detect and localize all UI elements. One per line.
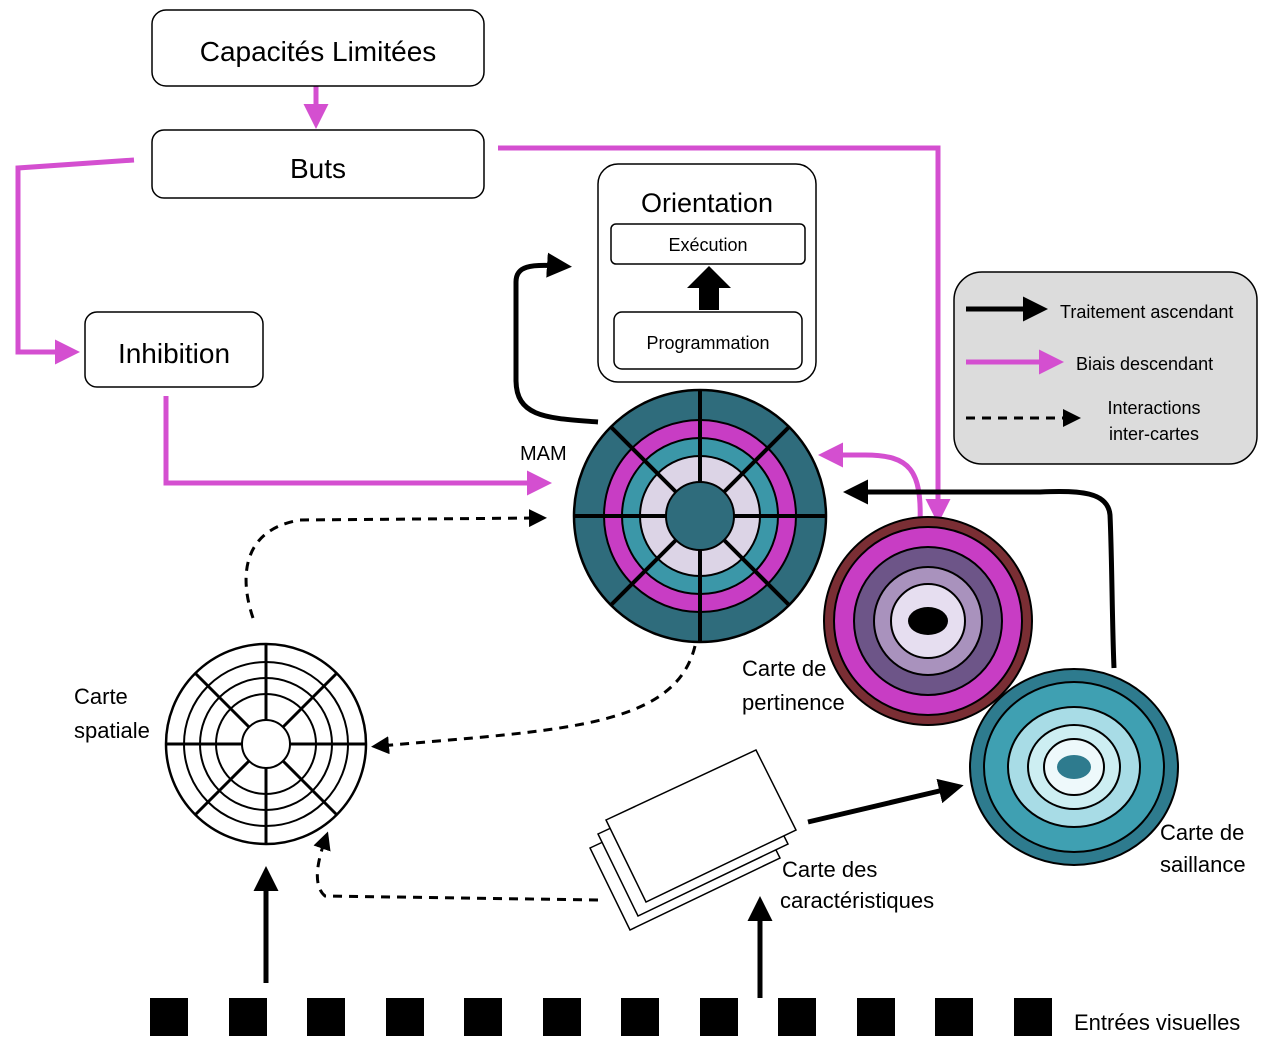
orientation-box: Orientation Exécution Programmation: [597, 163, 817, 383]
programmation-label: Programmation: [646, 333, 769, 353]
carte-spatiale-map: [164, 642, 368, 846]
traitement-ascendant-connectors: [253, 252, 1117, 998]
visual-input: [935, 998, 973, 1036]
entrees-visuelles-row: [150, 998, 1052, 1036]
biais-descendant-connectors: [15, 86, 951, 525]
execution-label: Exécution: [668, 235, 747, 255]
visual-input: [464, 998, 502, 1036]
carte-caracteristiques-label-1: Carte des: [782, 857, 877, 882]
visual-input: [543, 998, 581, 1036]
visual-input: [307, 998, 345, 1036]
visual-input: [778, 998, 816, 1036]
carte-spatiale-label-1: Carte: [74, 684, 128, 709]
visual-input: [621, 998, 659, 1036]
entrees-visuelles-label: Entrées visuelles: [1074, 1010, 1240, 1035]
carte-caracteristiques-map: [588, 749, 798, 931]
carte-pertinence-label-1: Carte de: [742, 656, 826, 681]
orientation-label: Orientation: [641, 188, 773, 218]
visual-input: [857, 998, 895, 1036]
carte-caracteristiques-label-2: caractéristiques: [780, 888, 934, 913]
legend-descendant-label: Biais descendant: [1076, 354, 1213, 374]
mam-label: MAM: [520, 443, 567, 465]
legend-interactions-label-2: inter-cartes: [1109, 424, 1199, 444]
carte-saillance-map: [969, 668, 1179, 866]
capacites-limitees-box: Capacités Limitées: [151, 9, 485, 87]
buts-label: Buts: [290, 153, 346, 184]
execution-box: [610, 223, 806, 265]
buts-box: Buts: [151, 129, 485, 199]
legend-ascendant-label: Traitement ascendant: [1060, 302, 1233, 322]
legend-interactions-label-1: Interactions: [1107, 398, 1200, 418]
visual-input: [150, 998, 188, 1036]
visual-input: [700, 998, 738, 1036]
carte-pertinence-map: [823, 516, 1033, 726]
visual-input: [1014, 998, 1052, 1036]
mam-map: [572, 388, 828, 644]
interactions-inter-cartes-connectors: [244, 509, 697, 902]
inhibition-box: Inhibition: [84, 311, 264, 388]
programmation-box: [613, 311, 803, 370]
capacites-limitees-label: Capacités Limitées: [200, 36, 437, 67]
carte-saillance-label-2: saillance: [1160, 852, 1246, 877]
legend: Traitement ascendant Biais descendant In…: [953, 271, 1258, 465]
carte-spatiale-label-2: spatiale: [74, 718, 150, 743]
visual-input: [386, 998, 424, 1036]
carte-saillance-label-1: Carte de: [1160, 820, 1244, 845]
inhibition-label: Inhibition: [118, 338, 230, 369]
execution-arrow: [687, 266, 731, 310]
visual-input: [229, 998, 267, 1036]
carte-pertinence-label-2: pertinence: [742, 690, 845, 715]
